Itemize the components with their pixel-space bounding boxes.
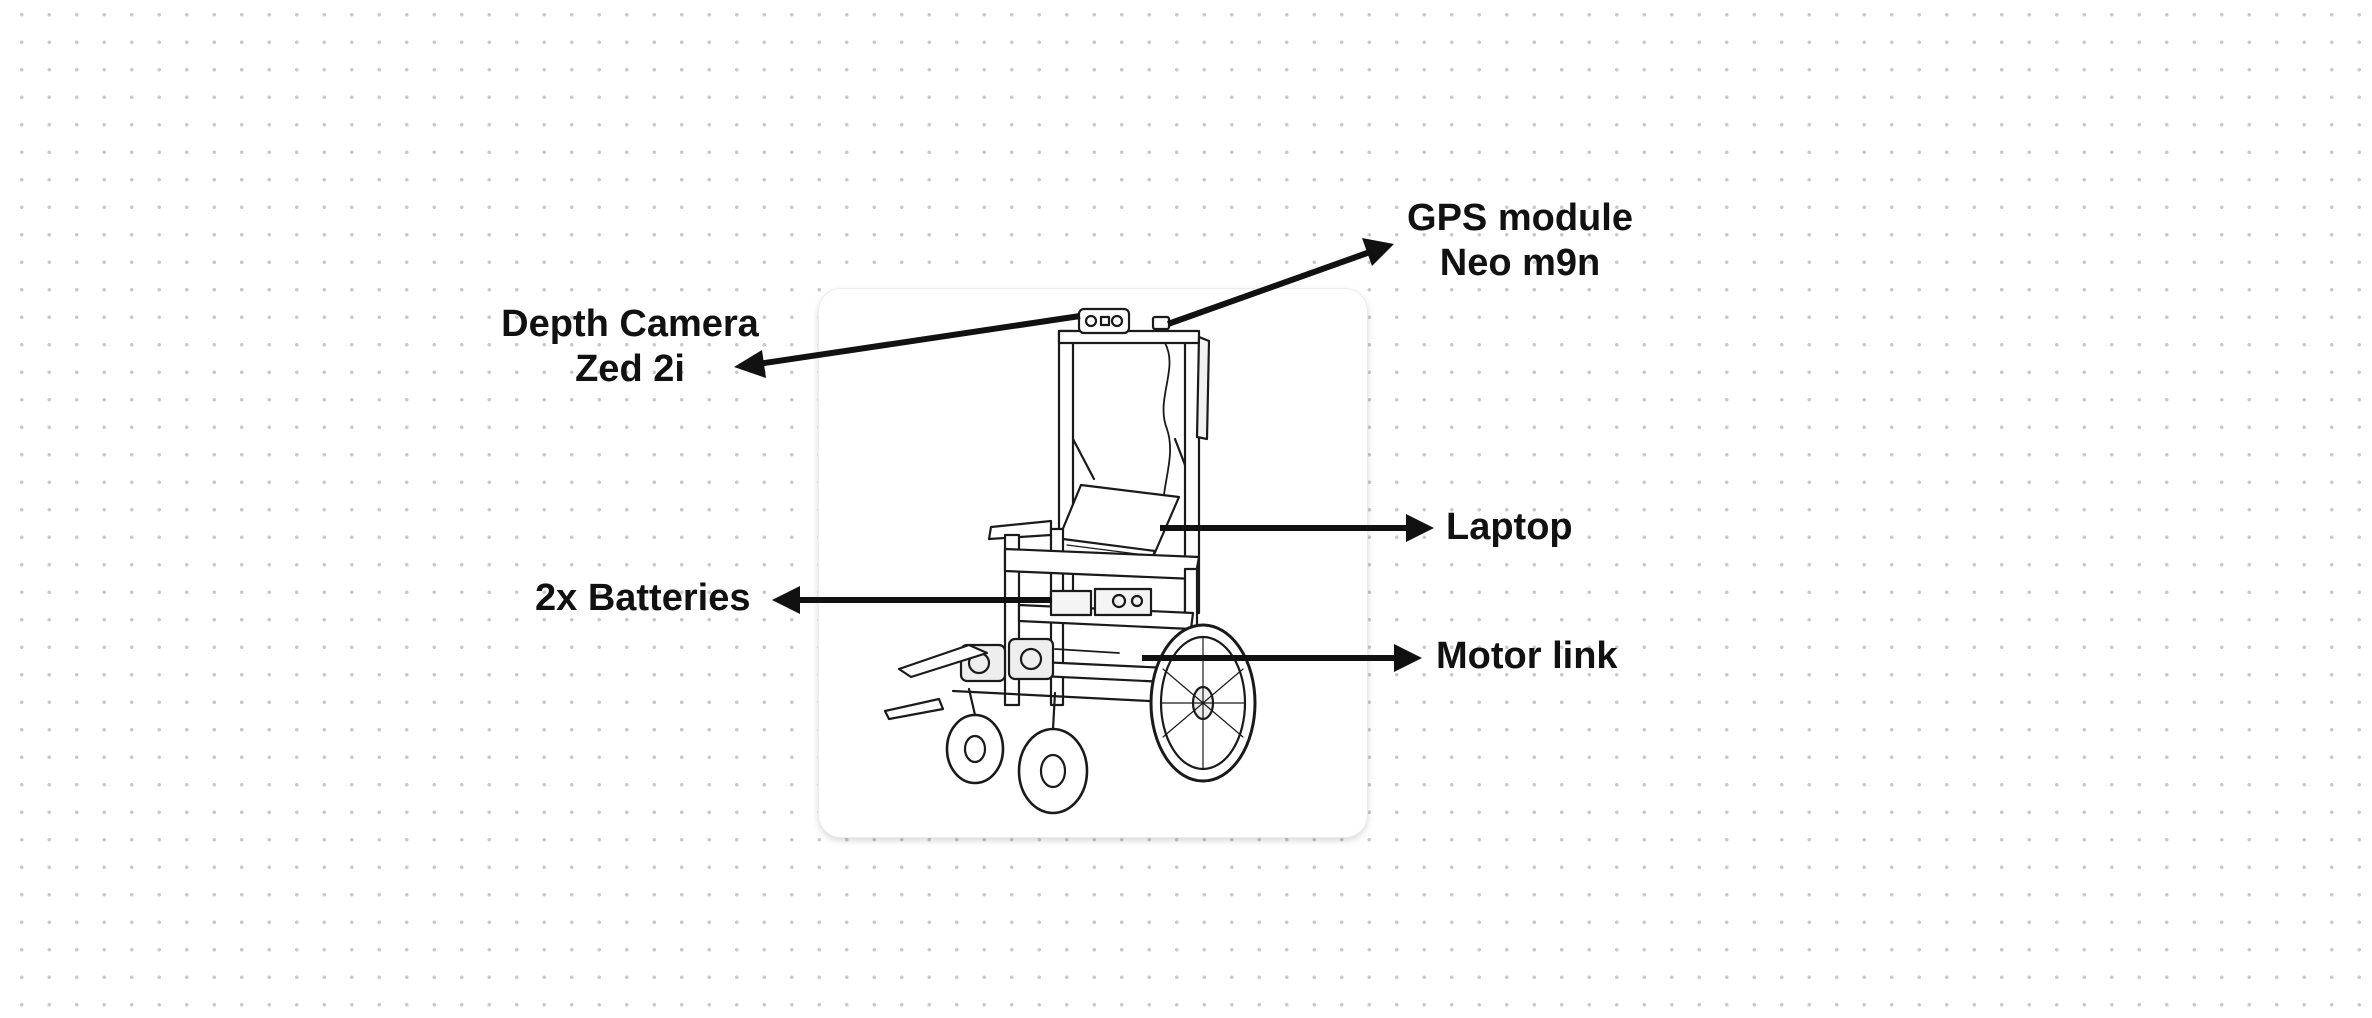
gps-module-label-line2: Neo m9n [1439, 242, 1601, 284]
depth-camera-label: Depth Camera Zed 2i [490, 302, 770, 392]
depth-camera-label-line2: Zed 2i [575, 348, 685, 390]
motor-link-arrowhead [1394, 644, 1422, 672]
laptop-arrowhead [1406, 514, 1434, 542]
gps-module-label: GPS module Neo m9n [1380, 196, 1660, 286]
depth-camera-label-line1: Depth Camera [501, 303, 759, 345]
laptop-label: Laptop [1446, 505, 1573, 550]
batteries-shape [1049, 587, 1153, 617]
wheelchair-image-card [819, 289, 1367, 837]
batteries-label: 2x Batteries [535, 576, 750, 621]
batteries-label-text: 2x Batteries [535, 577, 751, 619]
caster-wheels-shape [945, 687, 1089, 815]
laptop-label-text: Laptop [1446, 506, 1573, 548]
motor-link-label-text: Motor link [1436, 635, 1618, 677]
rear-wheel-shape [1149, 623, 1257, 783]
depth-camera-shape [1077, 307, 1131, 335]
motor-shape [883, 637, 1151, 721]
gps-module-shape [1151, 315, 1171, 331]
wheelchair-illustration [883, 307, 1257, 815]
batteries-arrowhead [772, 586, 800, 614]
gps-module-label-line1: GPS module [1407, 197, 1633, 239]
motor-link-label: Motor link [1436, 634, 1618, 679]
